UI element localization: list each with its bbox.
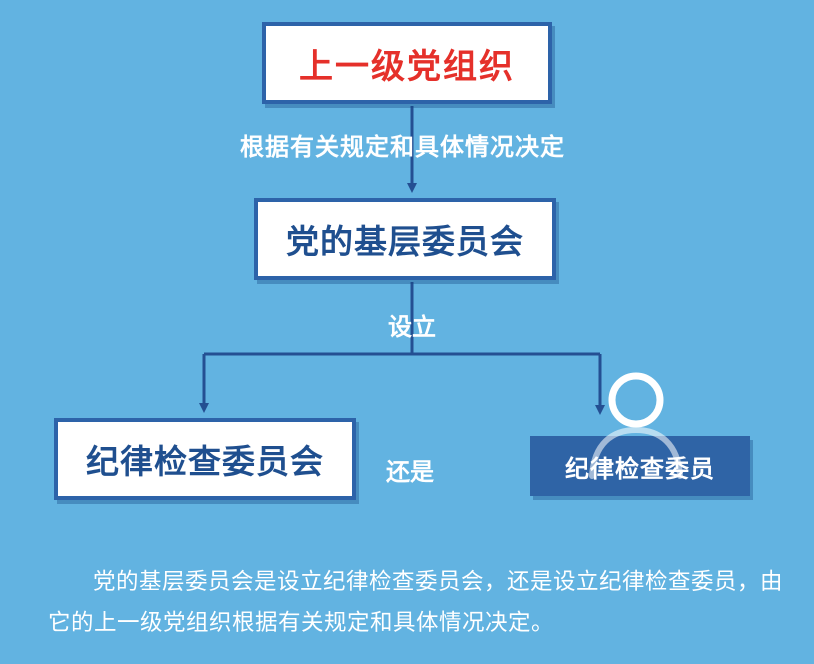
- node-discipline-inspection-commission: 纪律检查委员会: [54, 418, 356, 500]
- edge-label-establish: 设立: [388, 312, 436, 341]
- node-discipline-inspection-commissioner: [530, 436, 750, 496]
- node-grassroots-party-committee: 党的基层委员会: [254, 198, 556, 280]
- node-left-label: 纪律检查委员会: [86, 442, 324, 481]
- edge-label-decision-basis: 根据有关规定和具体情况决定: [240, 132, 565, 161]
- node-middle-label: 党的基层委员会: [286, 222, 524, 261]
- node-superior-party-organization: 上一级党组织: [262, 22, 552, 104]
- node-right-label: 纪律检查委员: [565, 453, 715, 483]
- edge-label-or: 还是: [386, 457, 434, 486]
- node-top-label: 上一级党组织: [299, 46, 515, 87]
- person-icon: [589, 372, 683, 479]
- caption-text: 党的基层委员会是设立纪律检查委员会，还是设立纪律检查委员，由它的上一级党组织根据…: [48, 569, 784, 636]
